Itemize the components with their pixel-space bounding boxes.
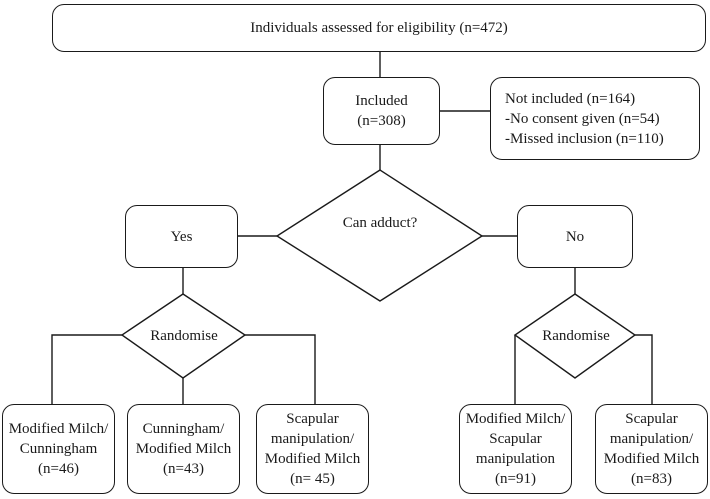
arm-box-1: Modified Milch/ Cunningham (n=46) <box>2 404 115 494</box>
arm-2-line-2: Modified Milch <box>135 441 232 457</box>
arm-box-5: Scapular manipulation/ Modified Milch (n… <box>595 404 708 494</box>
arm-4-line-2: Scapular <box>489 431 542 447</box>
arm-2-line-1: Cunningham/ <box>142 421 225 437</box>
arm-4-count: (n=91) <box>495 471 536 487</box>
arm-5-line-3: Modified Milch <box>603 451 700 467</box>
decision-diamond <box>275 169 484 302</box>
arm-3-line-3: Modified Milch <box>264 451 361 467</box>
randomise-right-label: Randomise <box>542 328 610 344</box>
arm-box-4: Modified Milch/ Scapular manipulation (n… <box>459 404 572 494</box>
not-included-box: Not included (n=164) -No consent given (… <box>490 77 700 160</box>
arm-3-count: (n= 45) <box>290 471 335 487</box>
arm-5-line-2: manipulation/ <box>609 431 694 447</box>
arm-2-count: (n=43) <box>163 461 204 477</box>
not-included-no-consent: -No consent given (n=54) <box>505 110 660 127</box>
arm-4-line-3: manipulation <box>475 451 556 467</box>
arm-3-line-1: Scapular <box>286 411 339 427</box>
no-label: No <box>565 228 585 245</box>
included-box: Included (n=308) <box>323 77 440 145</box>
arm-1-line-2: Cunningham <box>19 441 98 457</box>
eligibility-label: Individuals assessed for eligibility (n=… <box>250 20 508 36</box>
yes-box: Yes <box>125 205 238 268</box>
included-label: Included <box>355 93 408 109</box>
eligibility-box: Individuals assessed for eligibility (n=… <box>52 4 706 52</box>
arm-box-3: Scapular manipulation/ Modified Milch (n… <box>256 404 369 494</box>
randomise-left-label: Randomise <box>150 328 218 344</box>
randomise-diamond-right <box>513 293 637 379</box>
arm-4-line-1: Modified Milch/ <box>465 411 566 427</box>
connector-randomise-left-arm3 <box>245 334 316 404</box>
not-included-missed: -Missed inclusion (n=110) <box>505 130 664 147</box>
connector-randomise-right-arm2 <box>635 334 653 404</box>
included-count: (n=308) <box>357 113 406 129</box>
no-box: No <box>517 205 633 268</box>
arm-5-line-1: Scapular <box>625 411 678 427</box>
randomise-diamond-left <box>120 293 247 379</box>
connector-randomise-left-arm1 <box>51 334 122 404</box>
arm-3-line-2: manipulation/ <box>270 431 355 447</box>
yes-label: Yes <box>170 228 193 245</box>
arm-box-2: Cunningham/ Modified Milch (n=43) <box>127 404 240 494</box>
arm-1-count: (n=46) <box>38 461 79 477</box>
arm-5-count: (n=83) <box>631 471 672 487</box>
not-included-label: Not included (n=164) <box>505 90 636 107</box>
decision-label: Can adduct? <box>342 215 418 231</box>
arm-1-line-1: Modified Milch/ <box>8 421 109 437</box>
